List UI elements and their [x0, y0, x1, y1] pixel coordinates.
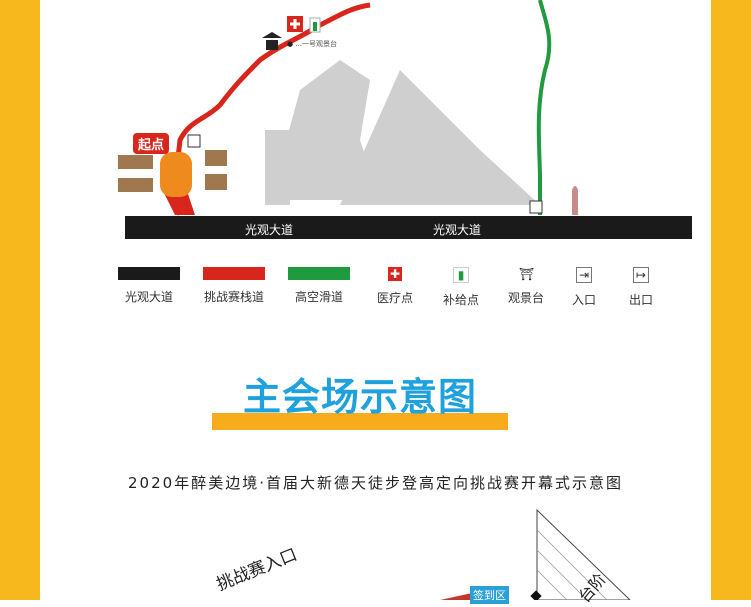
medical-cross-icon: ✚	[388, 267, 402, 281]
legend: 光观大道 挑战赛栈道 高空滑道 ✚医疗点 ▮补给点 ⛩观景台 ⇥入口 ↦出口	[118, 267, 678, 307]
tower-icon	[572, 186, 578, 215]
exit-icon	[529, 200, 543, 214]
legend-item-medical: ✚医疗点	[376, 267, 413, 305]
legend-item-road: 光观大道	[118, 267, 180, 305]
road-label: 光观大道	[433, 223, 482, 237]
road-label: 光观大道	[245, 223, 294, 237]
section-title: 主会场示意图	[242, 375, 477, 419]
legend-item-challenge: 挑战赛栈道	[200, 267, 268, 305]
stairs-area	[536, 508, 631, 600]
section-subtitle: 2020年醉美边境·首届大新德天徒步登高定向挑战赛开幕式示意图	[128, 474, 623, 492]
route-map	[118, 0, 692, 600]
left-frame	[0, 0, 40, 600]
start-point-label: 起点	[133, 133, 170, 154]
slide-trail	[536, 0, 552, 215]
pavilion-icon: ⛩	[519, 267, 535, 281]
entrance-icon: ⇥	[576, 267, 592, 283]
supply-bottle-icon: ▮	[453, 267, 469, 283]
village-houses-icon	[118, 150, 227, 192]
legend-item-entrance: ⇥入口	[571, 267, 596, 307]
legend-item-slide: 高空滑道	[286, 267, 352, 305]
pavilion-icon	[262, 32, 282, 38]
exit-icon: ↦	[633, 267, 649, 283]
opening-area	[160, 152, 192, 197]
poster-page: 起点 ...一号观景台 光观大道 光观大道 光观大道 挑战赛栈道 高空滑道 ✚医…	[40, 0, 711, 606]
legend-item-viewpoint: ⛩观景台	[507, 267, 544, 305]
title-underline	[212, 413, 508, 430]
legend-item-supply: ▮补给点	[442, 267, 479, 307]
legend-item-exit: ↦出口	[628, 267, 653, 307]
challenge-trail	[172, 2, 371, 216]
right-frame	[711, 0, 751, 600]
entrance-icon	[187, 134, 201, 148]
hiker-mountain-silhouette	[265, 60, 540, 205]
viewpoint-label: ...一号观景台	[287, 39, 337, 49]
guangguan-road	[125, 216, 692, 239]
signin-area-label: 签到区	[470, 586, 509, 604]
